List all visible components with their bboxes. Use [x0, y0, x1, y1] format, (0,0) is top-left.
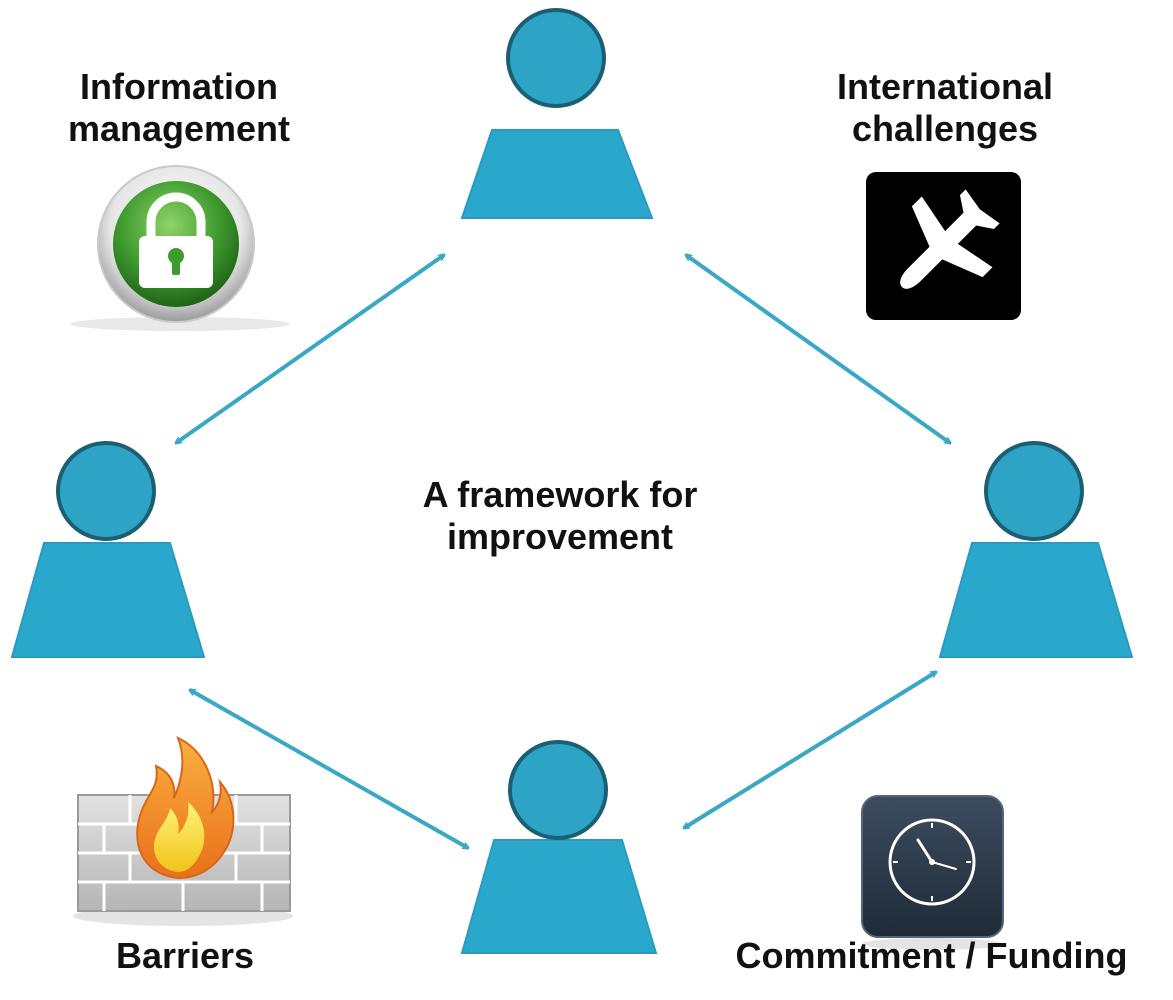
commitment-funding-label: Commitment / Funding	[735, 935, 1128, 976]
lock-icon	[70, 165, 290, 331]
arrow-left-bottom	[190, 688, 468, 850]
connection-arrows	[176, 255, 950, 850]
firewall-icon	[73, 736, 293, 926]
arrow-top-right	[686, 255, 950, 443]
international-challenges-label: International challenges	[836, 66, 1054, 150]
person-top	[460, 8, 654, 219]
arrow-bottom-right	[684, 670, 936, 830]
airplane-icon	[866, 172, 1021, 320]
person-left	[10, 441, 206, 658]
barriers-label: Barriers	[115, 935, 255, 976]
information-management-label: Information management	[67, 66, 291, 150]
clock-icon	[861, 795, 1004, 950]
arrow-top-left	[176, 255, 444, 443]
person-bottom	[460, 740, 658, 954]
person-right	[938, 441, 1134, 658]
center-title: A framework for improvement	[422, 474, 698, 558]
